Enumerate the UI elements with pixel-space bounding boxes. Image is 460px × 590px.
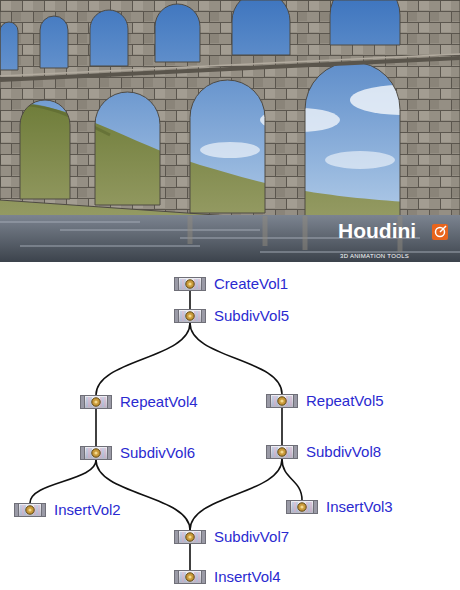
node-icon-graphic	[14, 503, 46, 517]
node-icon	[174, 530, 206, 544]
node-icon-graphic	[80, 395, 112, 409]
node-icon-graphic	[174, 530, 206, 544]
node-label: SubdivVol8	[306, 444, 381, 460]
connector	[96, 323, 190, 395]
volume-node: SubdivVol6	[80, 446, 195, 460]
volume-node: InsertVol4	[174, 570, 281, 584]
node-icon	[80, 395, 112, 409]
node-label: RepeatVol5	[306, 393, 384, 409]
node-icon-graphic	[266, 394, 298, 408]
connector	[95, 409, 97, 446]
connector	[96, 460, 190, 530]
node-icon	[266, 445, 298, 459]
connector	[190, 323, 282, 394]
connector	[189, 291, 191, 309]
watermark-text: Houdini	[338, 219, 416, 242]
node-label: RepeatVol4	[120, 394, 198, 410]
node-icon	[174, 277, 206, 291]
node-icon	[80, 446, 112, 460]
watermark-text: 3D ANIMATION TOOLS	[340, 253, 409, 259]
volume-node: RepeatVol4	[80, 395, 198, 409]
node-icon	[286, 500, 318, 514]
volume-node: SubdivVol8	[266, 445, 381, 459]
connector	[282, 459, 302, 500]
node-label: InsertVol3	[326, 499, 393, 515]
node-icon-graphic	[174, 570, 206, 584]
volume-node: InsertVol2	[14, 503, 121, 517]
node-icon-graphic	[174, 277, 206, 291]
connector	[30, 460, 96, 503]
node-label: CreateVol1	[214, 276, 288, 292]
connector	[190, 459, 282, 530]
node-icon-graphic	[80, 446, 112, 460]
volume-node: RepeatVol5	[266, 394, 384, 408]
node-label: SubdivVol7	[214, 529, 289, 545]
node-label: InsertVol4	[214, 569, 281, 585]
node-icon-graphic	[266, 445, 298, 459]
node-label: SubdivVol5	[214, 308, 289, 324]
volume-node: SubdivVol5	[174, 309, 289, 323]
watermark: 3D ANIMATION TOOLS	[340, 244, 409, 262]
connector	[281, 408, 283, 445]
watermark: Houdini	[338, 220, 416, 242]
volume-node: InsertVol3	[286, 500, 393, 514]
node-icon	[174, 309, 206, 323]
node-icon	[266, 394, 298, 408]
node-label: SubdivVol6	[120, 445, 195, 461]
node-label: InsertVol2	[54, 502, 121, 518]
connector	[189, 544, 191, 570]
node-icon-graphic	[174, 309, 206, 323]
volume-node: CreateVol1	[174, 277, 288, 291]
node-icon	[174, 570, 206, 584]
node-icon-graphic	[286, 500, 318, 514]
volume-node: SubdivVol7	[174, 530, 289, 544]
node-icon	[14, 503, 46, 517]
